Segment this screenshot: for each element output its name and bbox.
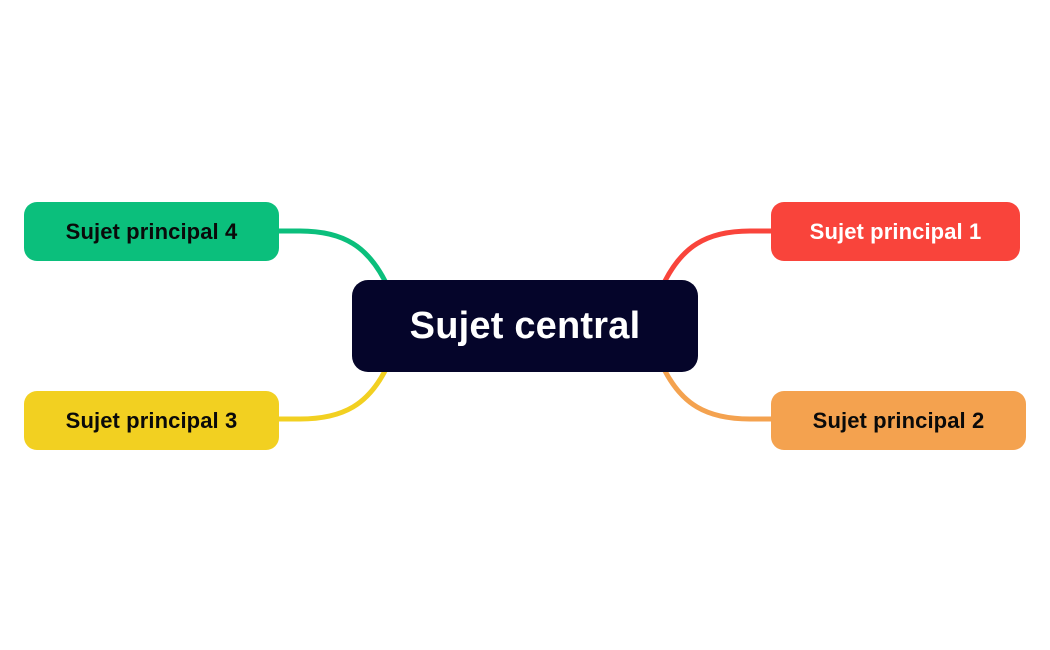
branch-node-topic-3[interactable]: Sujet principal 3 (24, 391, 279, 450)
branch-label-topic-2: Sujet principal 2 (812, 407, 985, 433)
connector-topic-4 (273, 228, 388, 284)
branch-node-topic-1[interactable]: Sujet principal 1 (771, 202, 1020, 261)
connector-topic-1 (662, 228, 777, 284)
branch-node-topic-2[interactable]: Sujet principal 2 (771, 391, 1026, 450)
central-topic-node[interactable]: Sujet central (352, 280, 698, 372)
central-topic-label: Sujet central (409, 305, 641, 347)
branch-label-topic-3: Sujet principal 3 (65, 407, 238, 433)
connector-topic-2 (662, 368, 777, 422)
branch-label-topic-4: Sujet principal 4 (65, 218, 238, 244)
connector-topic-3 (273, 368, 388, 422)
branch-label-topic-1: Sujet principal 1 (809, 218, 982, 244)
branch-node-topic-4[interactable]: Sujet principal 4 (24, 202, 279, 261)
